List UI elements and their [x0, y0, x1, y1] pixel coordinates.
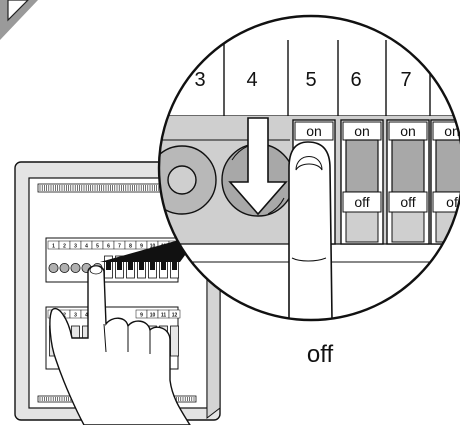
- switch-lower-body: [435, 211, 460, 243]
- breaker-toggle: [150, 262, 155, 270]
- bottom-breaker-number: 3: [74, 313, 77, 319]
- zoom-callout: 3 4 5 6 7 on on off on off on of: [157, 14, 460, 322]
- toggle-lever: [435, 139, 460, 193]
- switch-on-label: on: [306, 123, 322, 139]
- top-breaker-number: 2: [63, 244, 66, 250]
- bottom-breaker-number: 9: [140, 313, 143, 319]
- switch-on-label: on: [444, 123, 460, 139]
- bottom-breaker-number: 2: [63, 313, 66, 319]
- screw-terminal: [59, 262, 70, 273]
- top-breaker-number: 4: [85, 244, 88, 250]
- slot-number: 3: [194, 69, 205, 91]
- top-breaker-number: 1: [52, 244, 55, 250]
- on-label-box: [294, 121, 334, 141]
- top-breaker-number: 8: [129, 244, 132, 250]
- breaker-switch[interactable]: [170, 325, 179, 357]
- breaker-toggle: [139, 262, 144, 270]
- bottom-breaker-number: 4: [85, 313, 88, 319]
- breaker-toggle: [128, 262, 133, 270]
- screw-terminal: [70, 262, 81, 273]
- switch-off-label: of: [446, 194, 458, 210]
- bottom-breaker-number: 11: [161, 313, 167, 319]
- top-breaker-number: 6: [107, 244, 110, 250]
- pointing-finger-icon: [288, 141, 333, 320]
- top-breaker-number: 3: [74, 244, 77, 250]
- switch-lower-body: [391, 211, 425, 243]
- breaker-toggle: [106, 262, 111, 270]
- switch-off-label: off: [354, 194, 369, 210]
- bottom-breaker-number: 10: [150, 313, 156, 319]
- slot-number: 7: [400, 69, 411, 91]
- switch-on-label: on: [354, 123, 370, 139]
- slot-number: 5: [305, 69, 316, 91]
- top-breaker-number: 5: [96, 244, 99, 250]
- toggle-lever: [345, 139, 379, 193]
- down-arrow-icon: [228, 117, 288, 216]
- switch-lower-body: [345, 211, 379, 243]
- switch-on-label: on: [400, 123, 416, 139]
- breaker-toggle: [172, 262, 177, 270]
- screw-terminal-3: [159, 145, 217, 215]
- bottom-number-cell: [168, 309, 181, 319]
- screw-terminal: [48, 262, 59, 273]
- breaker-toggle: [117, 262, 122, 270]
- top-breaker-number: 9: [140, 244, 143, 250]
- caption-off: off: [307, 341, 334, 368]
- warning-triangle-icon: [0, 0, 38, 40]
- pointing-hand-icon: [49, 265, 191, 425]
- bottom-breaker-number: 12: [172, 313, 178, 319]
- slot-number: 6: [350, 69, 361, 91]
- slot-number: 4: [246, 69, 257, 91]
- top-breaker-number: 10: [150, 244, 156, 250]
- switch-off-label: off: [400, 194, 415, 210]
- top-breaker-number: 7: [118, 244, 121, 250]
- toggle-lever: [391, 139, 425, 193]
- breaker-toggle: [161, 262, 166, 270]
